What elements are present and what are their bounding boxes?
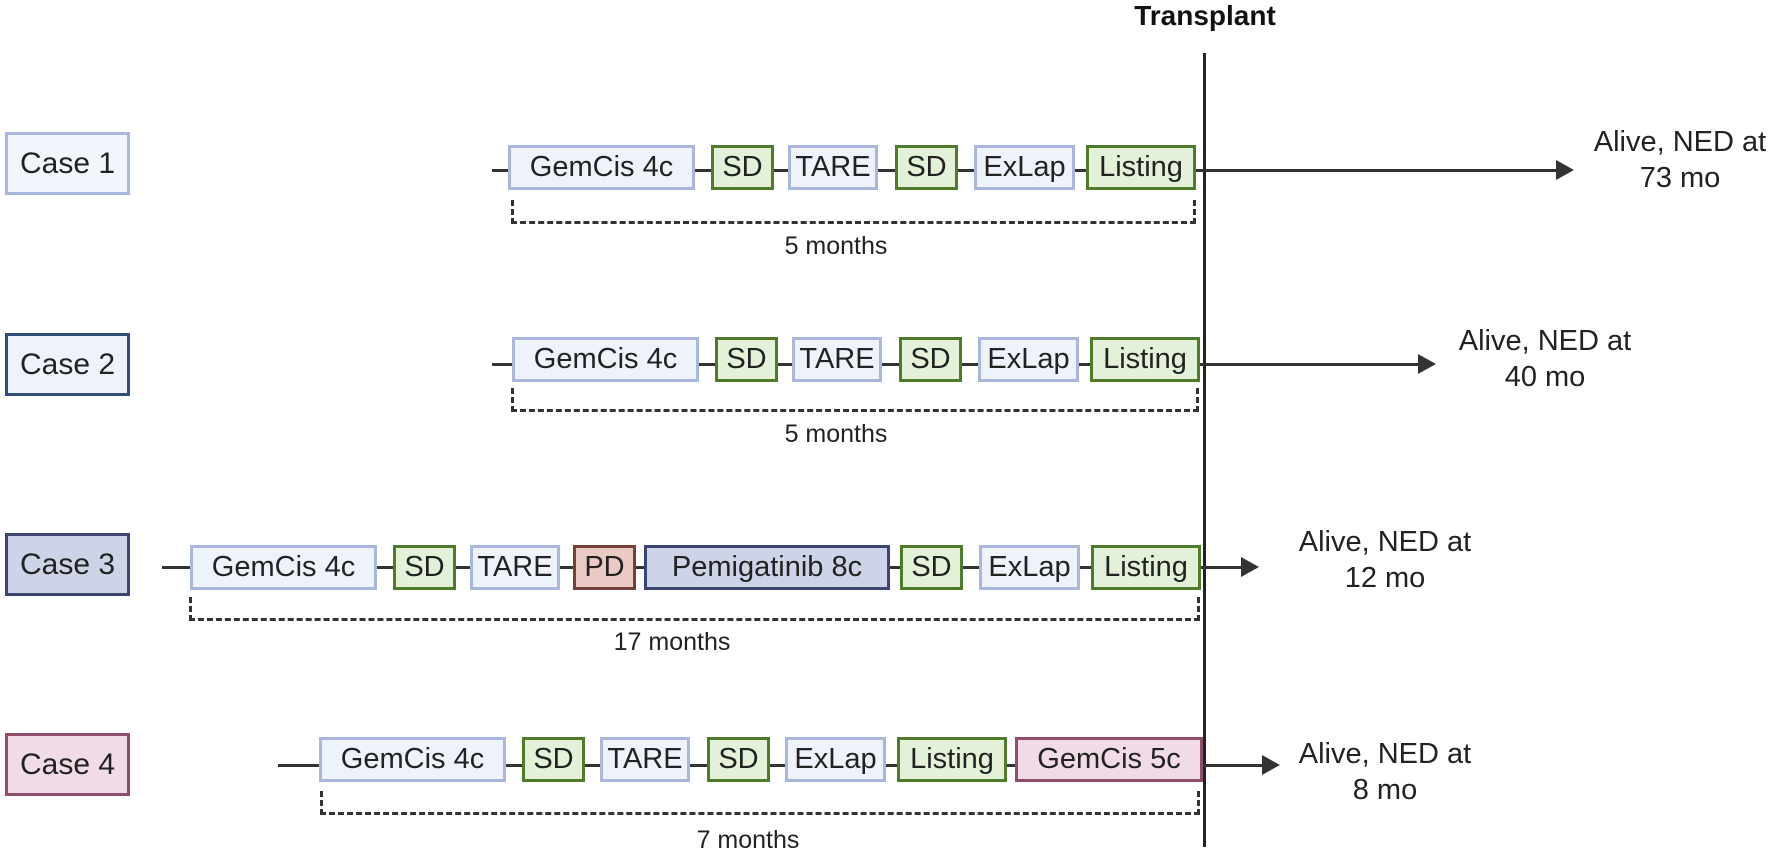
case-3-step-sd: SD — [393, 545, 456, 590]
case-4-outcome: Alive, NED at 8 mo — [1280, 736, 1490, 808]
case-4-duration: 7 months — [696, 826, 800, 854]
case-2-step-gemcis: GemCis 4c — [512, 337, 699, 382]
case-4-arrowhead — [1262, 755, 1280, 775]
case-4-timeline — [278, 764, 1268, 767]
case-1-arrowhead — [1556, 160, 1574, 180]
case-2-step-sd: SD — [715, 337, 778, 382]
case-4-duration-bracket — [320, 791, 1200, 815]
case-4-step-gemcis-5c: GemCis 5c — [1015, 737, 1203, 782]
case-4-step-exlap: ExLap — [785, 737, 886, 782]
case-4-outcome-line-2: 8 mo — [1352, 774, 1418, 806]
case-2-outcome-line-2: 40 mo — [1504, 361, 1586, 393]
case-4-step-listing: Listing — [897, 737, 1007, 782]
case-4-step-tare: TARE — [600, 737, 690, 782]
transplant-title: Transplant — [1134, 0, 1276, 31]
case-3-step-tare: TARE — [470, 545, 560, 590]
case-3-step-pd: PD — [573, 545, 636, 590]
case-1-step-tare: TARE — [788, 145, 878, 190]
case-4-step-gemcis: GemCis 4c — [319, 737, 506, 782]
case-2-step-exlap: ExLap — [978, 337, 1079, 382]
case-1-outcome-line-2: 73 mo — [1639, 162, 1721, 194]
case-1-duration: 5 months — [784, 232, 888, 260]
case-1-outcome-line-1: Alive, NED at — [1593, 126, 1767, 158]
case-4-step-sd: SD — [707, 737, 770, 782]
case-1-step-gemcis: GemCis 4c — [508, 145, 695, 190]
case-3-outcome-line-2: 12 mo — [1344, 562, 1426, 594]
case-4-label: Case 4 — [5, 733, 130, 796]
case-2-outcome: Alive, NED at 40 mo — [1440, 323, 1650, 395]
case-3-duration: 17 months — [613, 628, 731, 656]
case-3-outcome-line-1: Alive, NED at — [1298, 526, 1472, 558]
case-4-outcome-line-1: Alive, NED at — [1298, 738, 1472, 770]
case-1-step-sd: SD — [711, 145, 774, 190]
case-1-step-sd: SD — [895, 145, 958, 190]
case-3-step-gemcis: GemCis 4c — [190, 545, 377, 590]
case-2-step-listing: Listing — [1090, 337, 1200, 382]
case-1-label: Case 1 — [5, 132, 130, 195]
case-2-outcome-line-1: Alive, NED at — [1458, 325, 1632, 357]
case-3-label: Case 3 — [5, 533, 130, 596]
case-2-duration-bracket — [511, 388, 1199, 412]
case-3-step-pemigatinib: Pemigatinib 8c — [644, 545, 890, 590]
case-2-label: Case 2 — [5, 333, 130, 396]
case-1-step-exlap: ExLap — [974, 145, 1075, 190]
case-2-duration: 5 months — [784, 420, 888, 448]
case-2-step-tare: TARE — [792, 337, 882, 382]
case-3-outcome: Alive, NED at 12 mo — [1280, 524, 1490, 596]
case-2-arrowhead — [1418, 354, 1436, 374]
case-1-step-listing: Listing — [1086, 145, 1196, 190]
case-3-step-exlap: ExLap — [979, 545, 1080, 590]
case-3-step-listing: Listing — [1091, 545, 1201, 590]
case-1-outcome: Alive, NED at 73 mo — [1575, 124, 1772, 196]
case-3-duration-bracket — [189, 597, 1200, 621]
case-2-step-sd: SD — [899, 337, 962, 382]
case-3-step-sd: SD — [900, 545, 963, 590]
transplant-line — [1203, 53, 1206, 847]
case-4-step-sd: SD — [522, 737, 585, 782]
case-1-duration-bracket — [511, 200, 1196, 224]
case-3-arrowhead — [1241, 557, 1259, 577]
